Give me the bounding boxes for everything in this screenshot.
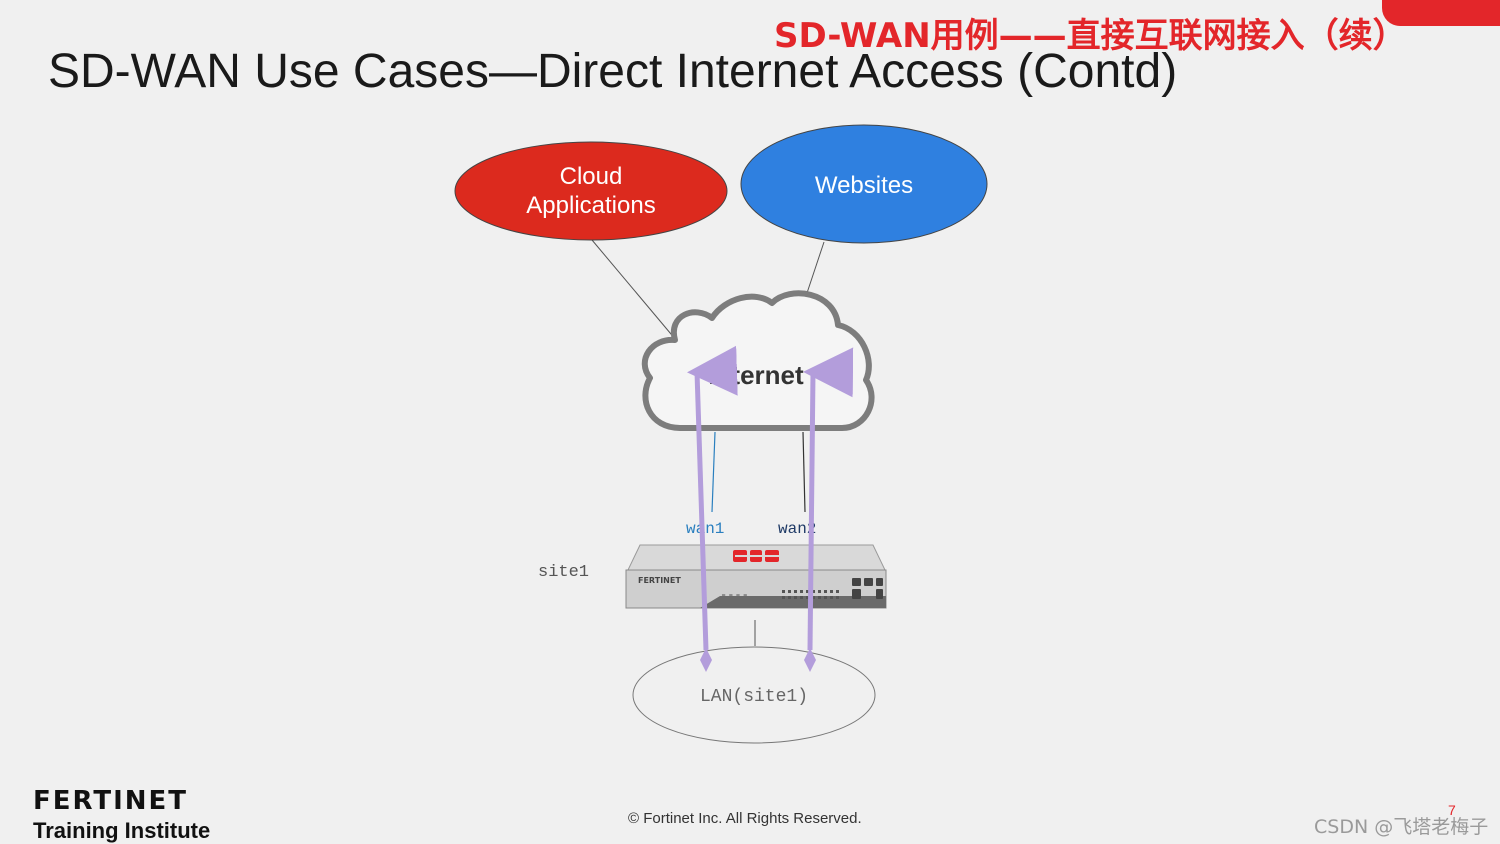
copyright-text: © Fortinet Inc. All Rights Reserved. xyxy=(628,810,862,827)
red-corner-tab xyxy=(1382,0,1500,26)
websites-link xyxy=(805,241,825,297)
wan2-label: wan2 xyxy=(778,520,816,538)
logo-subtitle: Training Institute xyxy=(33,818,211,843)
cloud-apps-line1: Cloud xyxy=(560,163,623,190)
flow-arrow-wan2 xyxy=(803,347,854,651)
page-number: 7 xyxy=(1448,802,1456,818)
flow-arrow-wan1 xyxy=(687,345,738,651)
flow-start-wan2 xyxy=(804,648,816,672)
site-label: site1 xyxy=(538,563,589,582)
slide-title: SD-WAN Use Cases—Direct Internet Access … xyxy=(48,45,1178,98)
fortigate-device: FERTINET ---- xyxy=(625,544,887,609)
csdn-watermark: CSDN @飞塔老梅子 xyxy=(1314,816,1489,838)
chinese-title: SD-WAN用例——直接互联网接入（续） xyxy=(774,16,1407,56)
lan-label: LAN(site1) xyxy=(700,687,808,707)
traffic-flow-arrows xyxy=(687,345,854,672)
internet-cloud-icon: Internet xyxy=(641,290,875,431)
wan1-label: wan1 xyxy=(686,520,724,538)
wan2-link xyxy=(802,431,806,513)
cloud-apps-link xyxy=(591,239,677,341)
device-brand-text: FERTINET xyxy=(638,576,681,585)
svg-text:----: ---- xyxy=(720,588,749,602)
wan1-link xyxy=(711,431,716,513)
websites-node: Websites xyxy=(740,124,988,244)
cloud-applications-node: Cloud Applications xyxy=(454,141,728,241)
cloud-apps-line2: Applications xyxy=(526,192,655,219)
logo-wordmark: FERTINET xyxy=(33,786,189,816)
flow-start-wan1 xyxy=(700,648,712,672)
lan-node: LAN(site1) xyxy=(632,646,876,744)
fortinet-logo: FERTINET Training Institute xyxy=(33,786,210,844)
internet-label: Internet xyxy=(708,360,804,390)
websites-label: Websites xyxy=(815,172,913,199)
